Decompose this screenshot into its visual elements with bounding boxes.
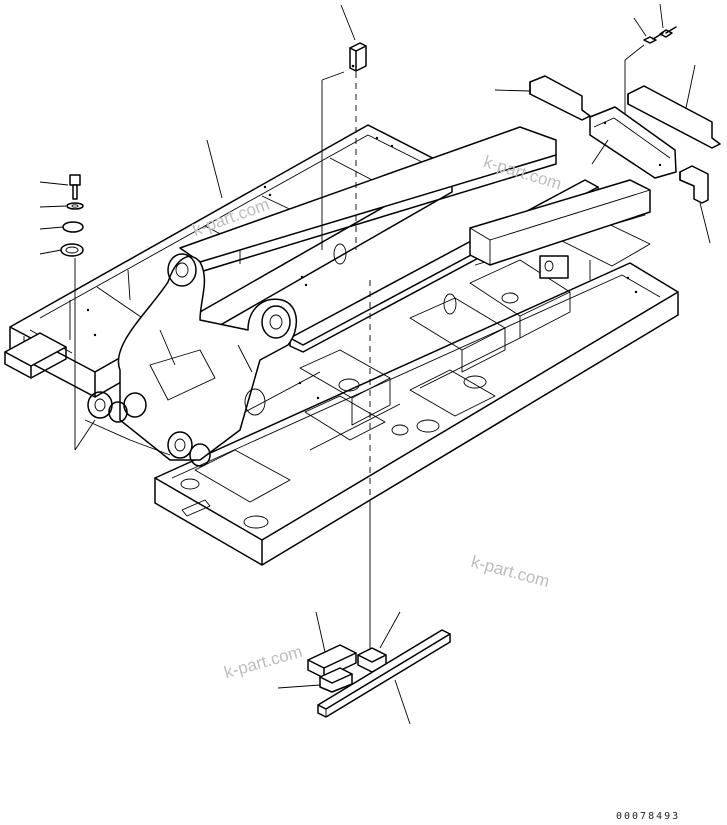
bracket-clip xyxy=(679,165,709,204)
boom-bracket xyxy=(84,243,457,467)
side-deck xyxy=(4,332,67,379)
stopper-block xyxy=(349,42,367,72)
mount-bolt xyxy=(69,174,81,200)
bar xyxy=(317,629,451,718)
bolt-pair xyxy=(643,26,677,44)
washer xyxy=(66,202,84,210)
filler-plate xyxy=(529,75,721,149)
hole-pattern xyxy=(86,136,638,400)
frame-assembly xyxy=(154,179,679,566)
drawing-number: 00078493 xyxy=(616,811,681,822)
cover-plate xyxy=(589,106,677,179)
leader-lines xyxy=(39,3,711,725)
rubber-cushion xyxy=(60,221,84,257)
